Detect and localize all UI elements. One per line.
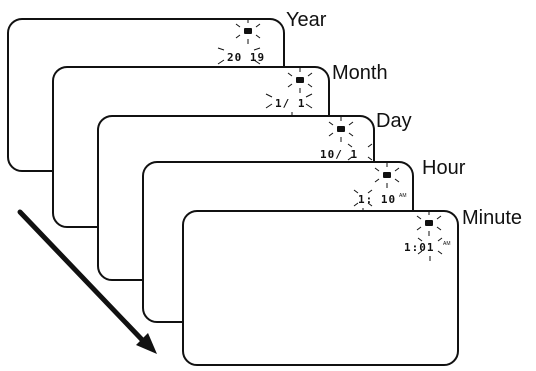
screen-minute-digits: 1:01	[404, 241, 435, 254]
screen-minute: 1:01 AM Minute	[182, 207, 522, 366]
blink-rays-icon	[416, 210, 443, 261]
screen-day-digits: 10/ 1	[320, 148, 358, 161]
screen-year-label: Year	[286, 9, 327, 31]
battery-icon	[383, 172, 391, 178]
screen-day-label: Day	[376, 110, 412, 132]
battery-icon	[244, 28, 252, 34]
screen-month-label: Month	[332, 62, 388, 84]
lcd-minute: 1:01 AM	[404, 210, 451, 261]
battery-icon	[337, 126, 345, 132]
blink-rays-icon	[265, 67, 313, 116]
screen-hour-label: Hour	[422, 157, 466, 179]
screen-minute-label: Minute	[462, 207, 522, 229]
screen-year-digits: 20 19	[227, 51, 265, 64]
battery-icon	[296, 77, 304, 83]
screen-minute-ampm: AM	[443, 241, 451, 247]
arrow-down-right-icon	[17, 209, 157, 354]
battery-icon	[425, 220, 433, 226]
screen-month-digits: 1/ 1	[275, 97, 306, 110]
screen-hour-ampm: AM	[399, 193, 407, 199]
lcd-month: 1/ 1	[265, 67, 313, 116]
screen-hour-digits: 1: 10	[358, 193, 396, 206]
blink-rays-icon	[217, 18, 261, 70]
lcd-year: 20 19	[217, 18, 265, 70]
blink-rays-icon	[328, 116, 373, 167]
screen-minute-frame	[182, 210, 459, 366]
lcd-hour: 1: 10 AM	[353, 162, 407, 212]
lcd-day: 10/ 1	[320, 116, 373, 167]
